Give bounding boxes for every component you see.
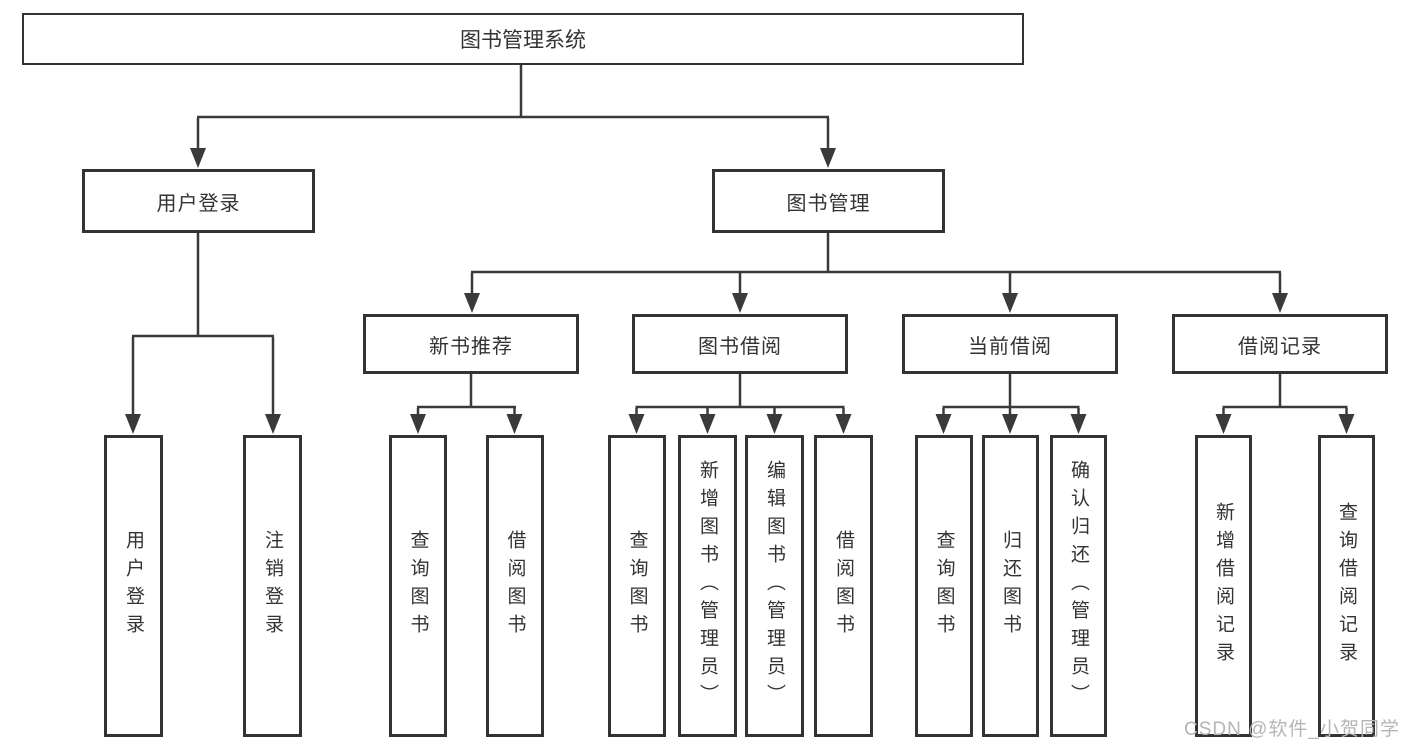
- node-book-borrowing: 图书借阅: [632, 314, 848, 374]
- leaf-label: 编辑图书（管理员）: [764, 460, 785, 712]
- node-user-login: 用户登录: [82, 169, 315, 233]
- leaf-user-login: 用户登录: [104, 435, 163, 737]
- node-borrowing-records: 借阅记录: [1172, 314, 1388, 374]
- leaf-label: 查询借阅记录: [1336, 502, 1357, 670]
- leaf-label: 借阅图书: [833, 530, 854, 642]
- leaf-bb-edit-book-admin: 编辑图书（管理员）: [745, 435, 804, 737]
- leaf-bb-query-books: 查询图书: [608, 435, 666, 737]
- leaf-label: 新增借阅记录: [1213, 502, 1234, 670]
- leaf-label: 确认归还（管理员）: [1068, 460, 1089, 712]
- leaf-nbr-borrow-books: 借阅图书: [486, 435, 544, 737]
- leaf-cb-confirm-return-admin: 确认归还（管理员）: [1050, 435, 1107, 737]
- node-root: 图书管理系统: [22, 13, 1024, 65]
- leaf-label: 查询图书: [626, 530, 648, 642]
- watermark-text: CSDN @软件_小贺同学: [1184, 719, 1400, 740]
- node-book-management: 图书管理: [712, 169, 945, 233]
- leaf-bb-borrow-books: 借阅图书: [814, 435, 873, 737]
- leaf-label: 新增图书（管理员）: [697, 460, 718, 712]
- node-current-borrowing: 当前借阅: [902, 314, 1118, 374]
- leaf-cb-return-books: 归还图书: [982, 435, 1039, 737]
- leaf-label: 查询图书: [407, 530, 429, 642]
- leaf-nbr-query-books: 查询图书: [389, 435, 447, 737]
- leaf-label: 归还图书: [1000, 530, 1021, 642]
- node-new-book-recommendation: 新书推荐: [363, 314, 579, 374]
- leaf-bb-add-book-admin: 新增图书（管理员）: [678, 435, 737, 737]
- leaf-label: 用户登录: [123, 530, 144, 642]
- leaf-logout: 注销登录: [243, 435, 302, 737]
- arrowheads: [125, 148, 1355, 434]
- leaf-cb-query-books: 查询图书: [915, 435, 973, 737]
- leaf-label: 借阅图书: [504, 530, 526, 642]
- leaf-label: 注销登录: [262, 530, 283, 642]
- leaf-br-add-borrow-record: 新增借阅记录: [1195, 435, 1252, 737]
- leaf-label: 查询图书: [933, 530, 955, 642]
- leaf-br-query-borrow-record: 查询借阅记录: [1318, 435, 1375, 737]
